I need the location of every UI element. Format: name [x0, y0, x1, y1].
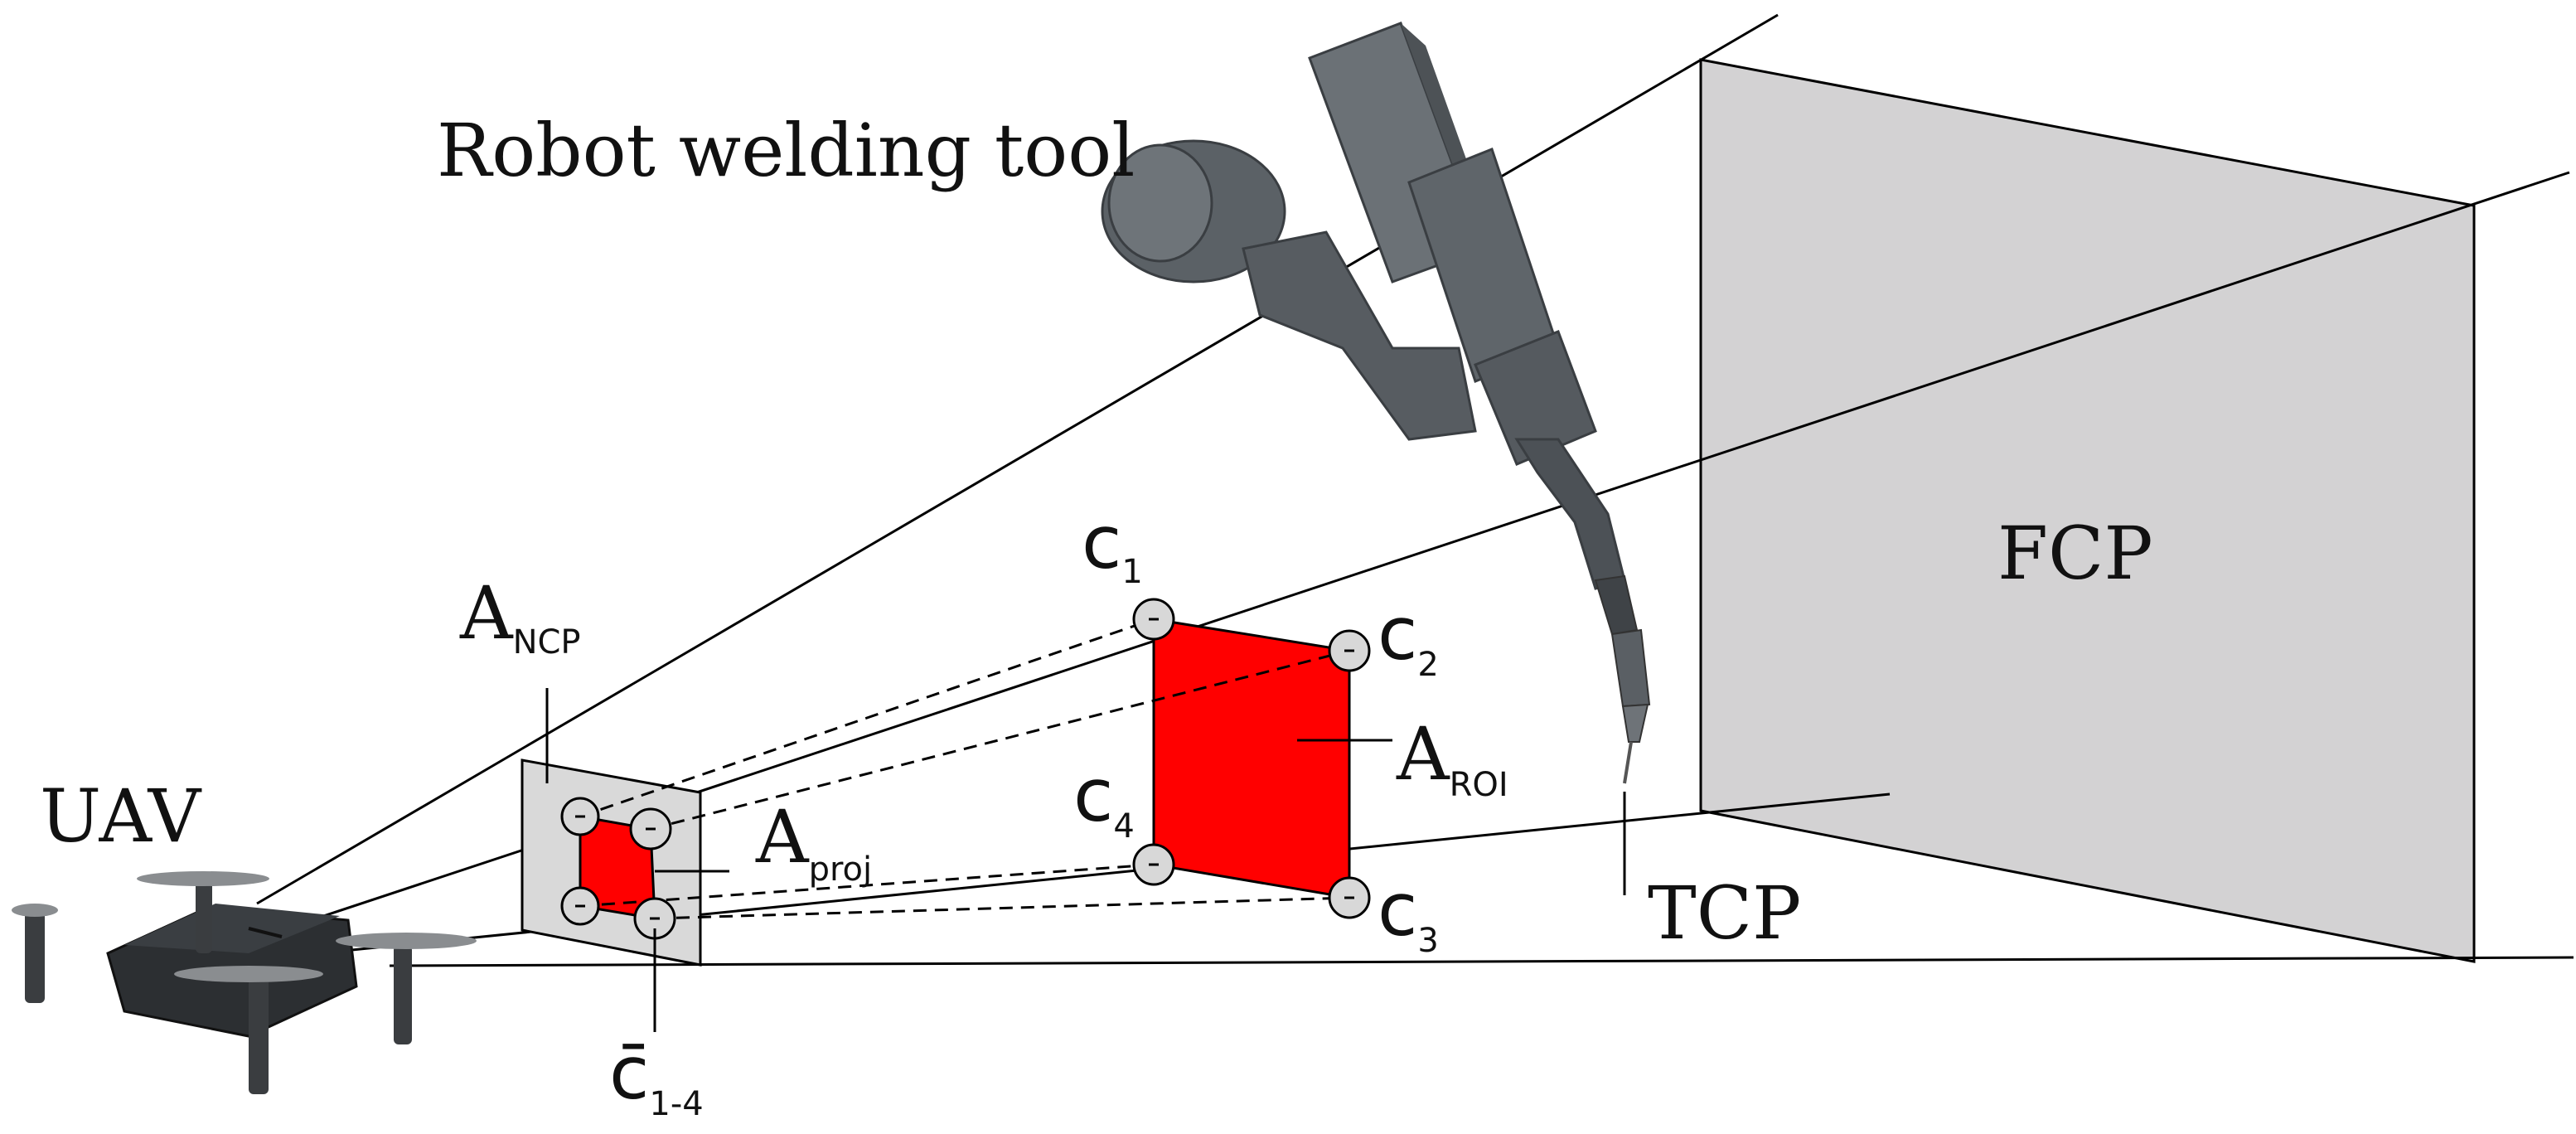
c2-label: c2 [1378, 591, 1439, 684]
region-of-interest [1152, 618, 1351, 899]
c3-label: c3 [1378, 867, 1439, 960]
fcp-label: FCP [1997, 511, 2153, 596]
cbar-label: c̄1-4 [609, 1030, 704, 1123]
corner-markers [560, 598, 1371, 940]
projection-lines [579, 618, 1350, 920]
robot-tool-label: Robot welding tool [437, 108, 1135, 193]
a-proj-label: Aproj [755, 794, 872, 889]
corner-dots [575, 618, 1354, 920]
a-roi-label: AROI [1396, 711, 1508, 804]
tcp-label: TCP [1648, 870, 1801, 956]
a-ncp-label: ANCP [459, 570, 581, 662]
robot-welding-tool [1101, 22, 1651, 784]
c1-label: c1 [1082, 500, 1143, 591]
far-clipping-plane [1699, 58, 2476, 963]
c4-label: c4 [1073, 753, 1135, 846]
leader-lines [545, 688, 1626, 1032]
uav-label: UAV [40, 773, 202, 859]
uav-drone [12, 871, 477, 1094]
